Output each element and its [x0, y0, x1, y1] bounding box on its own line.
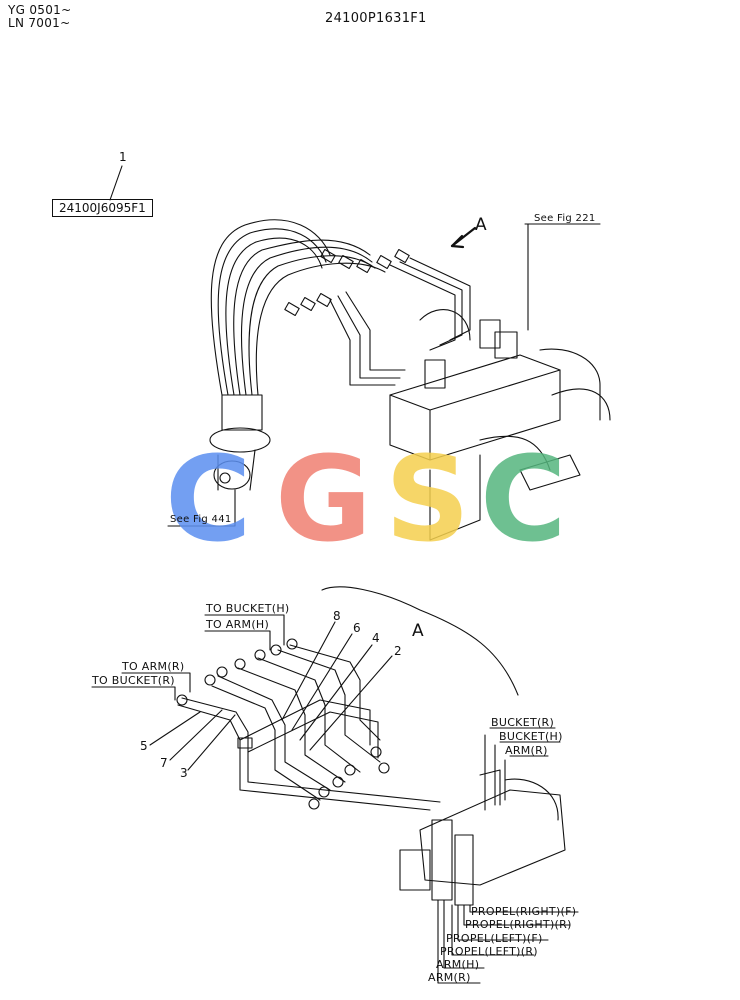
- callout-8: 8: [333, 609, 341, 623]
- left-label-leaders: [91, 614, 285, 701]
- label-arm-r-right: ARM(R): [505, 744, 548, 757]
- see-fig-221-link[interactable]: See Fig 221: [534, 213, 596, 224]
- label-to-bucket-r: TO BUCKET(R): [92, 674, 175, 687]
- label-propel-right-f: PROPEL(RIGHT)(F): [471, 905, 577, 918]
- callout-7: 7: [160, 756, 168, 770]
- serial-range-a: YG 0501~: [8, 3, 72, 17]
- lower-fittings: [176, 638, 390, 810]
- lower-pipe-assembly: [177, 644, 441, 811]
- upper-fittings: [284, 248, 410, 317]
- label-propel-left-f: PROPEL(LEFT)(F): [446, 932, 543, 945]
- item-1-leader: [109, 165, 123, 201]
- fig-441-leader: [167, 489, 236, 527]
- detail-view-label: A: [412, 621, 424, 641]
- callout-5: 5: [140, 739, 148, 753]
- view-arrow-label: A: [475, 215, 487, 235]
- label-propel-right-r: PROPEL(RIGHT)(R): [465, 918, 572, 931]
- label-to-arm-r: TO ARM(R): [122, 660, 185, 673]
- item-number-1: 1: [119, 150, 127, 164]
- label-to-bucket-h: TO BUCKET(H): [206, 602, 290, 615]
- drawing-number: 24100P1631F1: [325, 11, 427, 26]
- swivel-joint: [209, 394, 271, 491]
- label-propel-left-r: PROPEL(LEFT)(R): [440, 945, 538, 958]
- upper-pipes: [329, 257, 471, 386]
- watermark-letter-c1: C: [165, 430, 252, 568]
- detail-a-bracket: [321, 586, 519, 696]
- watermark-letter-g: G: [275, 430, 372, 568]
- assembly-part-number: 24100J6095F1: [52, 199, 153, 217]
- watermark-letter-c2: C: [480, 430, 567, 568]
- upper-control-valve: [389, 319, 611, 541]
- label-bucket-r: BUCKET(R): [491, 716, 555, 729]
- label-bucket-h: BUCKET(H): [499, 730, 563, 743]
- see-fig-441-link[interactable]: See Fig 441: [170, 514, 232, 525]
- callout-2: 2: [394, 644, 402, 658]
- label-arm-r-bottom: ARM(R): [428, 971, 471, 984]
- lower-control-valve: [399, 727, 579, 984]
- upper-hose-bundle: [210, 219, 386, 396]
- label-to-arm-h: TO ARM(H): [206, 618, 270, 631]
- callout-4: 4: [372, 631, 380, 645]
- label-arm-h: ARM(H): [436, 958, 480, 971]
- watermark-letter-s: S: [385, 430, 470, 568]
- serial-range-b: LN 7001~: [8, 16, 71, 30]
- callout-3: 3: [180, 766, 188, 780]
- callout-6: 6: [353, 621, 361, 635]
- callout-leaders: [149, 621, 393, 771]
